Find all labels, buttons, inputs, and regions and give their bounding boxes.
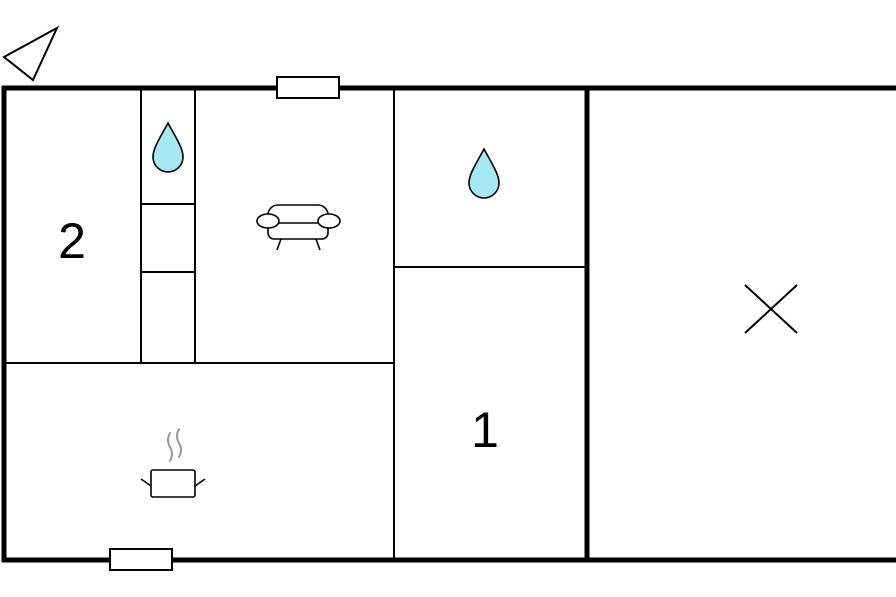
cross-mark-icon — [744, 284, 798, 334]
sofa-icon — [256, 204, 341, 251]
cooking-pot-icon — [140, 428, 206, 498]
room-label-2: 2 — [58, 213, 86, 269]
interior-walls — [4, 88, 587, 560]
window-top — [276, 76, 340, 99]
water-drop-icon — [152, 121, 184, 173]
water-drop-icon — [468, 147, 500, 199]
window-bottom — [109, 548, 173, 571]
compass-arrow-icon — [2, 25, 60, 82]
outer-walls — [1, 85, 896, 563]
room-label-1: 1 — [471, 402, 499, 458]
